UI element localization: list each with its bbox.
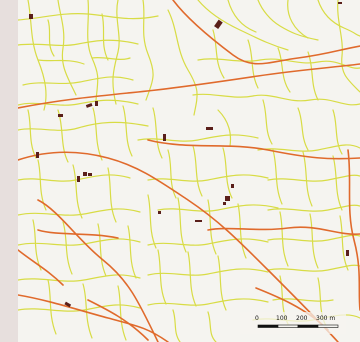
- building: [231, 184, 234, 188]
- building: [29, 14, 33, 19]
- building: [163, 134, 166, 141]
- building: [85, 103, 93, 108]
- building-layer: [29, 2, 349, 308]
- scale-bar-segment: [297, 324, 319, 328]
- building: [88, 173, 92, 176]
- building: [58, 114, 63, 117]
- scale-bar-segment: [317, 324, 339, 328]
- building: [225, 196, 230, 201]
- map-background: [18, 0, 360, 342]
- map-view[interactable]: 0 100 200 300 m: [18, 0, 360, 342]
- major-road-network: [18, 0, 360, 342]
- scale-label-300m: 300 m: [316, 315, 335, 322]
- scale-label-200: 200: [296, 315, 308, 322]
- building: [214, 19, 223, 29]
- scale-bar: 0 100 200 300 m: [240, 312, 346, 334]
- building: [346, 250, 349, 256]
- building: [338, 2, 342, 4]
- building: [195, 220, 202, 222]
- scale-bar-segment: [257, 324, 279, 328]
- scale-label-0: 0: [255, 315, 259, 322]
- building: [64, 301, 72, 308]
- building: [206, 127, 213, 130]
- building: [83, 172, 87, 176]
- building: [158, 211, 161, 214]
- map-canvas[interactable]: 0 100 200 300 m: [18, 0, 360, 342]
- building: [36, 152, 39, 158]
- building: [95, 101, 98, 106]
- scale-bar-background: [240, 312, 346, 334]
- building: [223, 202, 226, 205]
- building: [77, 176, 80, 182]
- scale-bar-segment: [277, 324, 299, 328]
- scale-label-100: 100: [276, 315, 288, 322]
